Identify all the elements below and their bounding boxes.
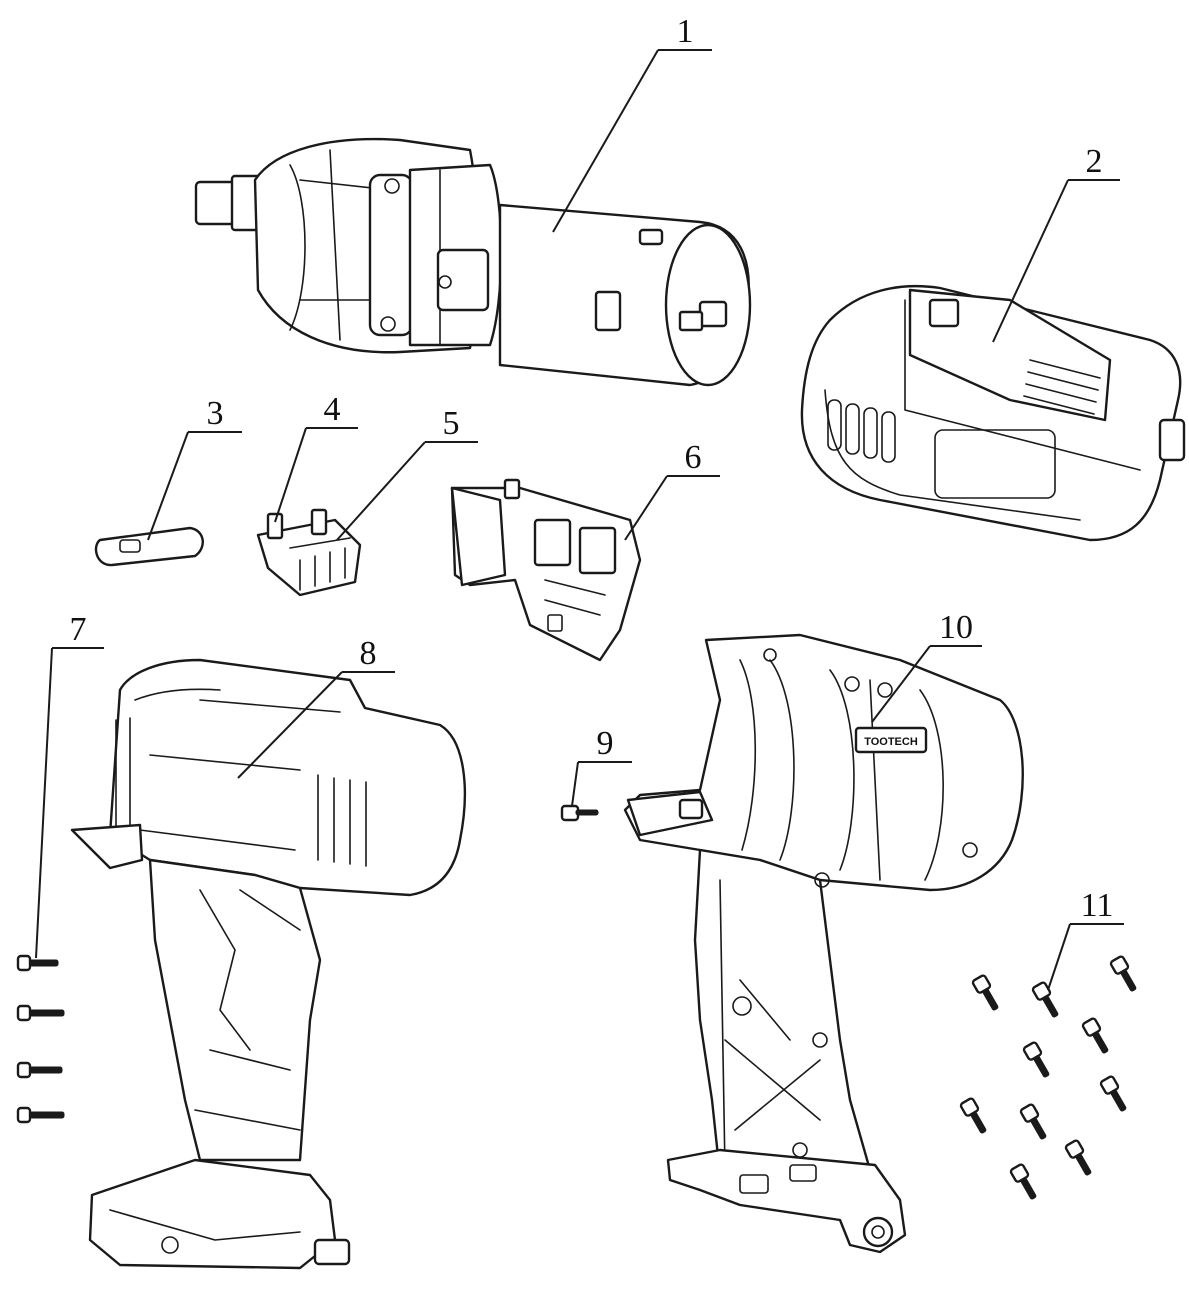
- callout-5: 5: [443, 405, 460, 442]
- part-2-battery-pack: [800, 285, 1186, 542]
- callout-6: 6: [685, 439, 702, 476]
- part-7-screws: [16, 954, 65, 1124]
- screw-11g: [959, 1097, 987, 1134]
- callout-3: 3: [207, 395, 224, 432]
- leader-7: [35, 647, 104, 959]
- screw-11h: [1019, 1103, 1047, 1140]
- screw-11a: [971, 974, 999, 1011]
- screw-11e: [1022, 1041, 1050, 1078]
- screw-7c: [16, 1061, 63, 1079]
- callout-11: 11: [1081, 887, 1114, 924]
- leader-11: [1047, 923, 1124, 991]
- screw-7b: [16, 1004, 65, 1022]
- screw-11b: [1031, 981, 1059, 1018]
- callout-1: 1: [677, 13, 694, 50]
- leader-1: [552, 49, 712, 233]
- leader-4: [274, 427, 358, 523]
- screw-11i: [1064, 1139, 1092, 1176]
- leader-10: [871, 645, 982, 723]
- leader-2: [992, 179, 1120, 343]
- leader-5: [336, 441, 478, 541]
- screw-11f: [1099, 1075, 1127, 1112]
- part-10-right-housing: TOOTECH: [623, 633, 1024, 1254]
- callout-4: 4: [324, 391, 341, 428]
- part-1-motor-gearbox: [194, 137, 752, 387]
- part-6-trigger-switch: [450, 478, 642, 662]
- housing-logo: TOOTECH: [864, 736, 918, 748]
- callout-10: 10: [939, 609, 973, 646]
- callout-labels: 1 2 3 4 5 6 7 8 9 10 11: [70, 13, 1114, 924]
- callout-8: 8: [360, 635, 377, 672]
- part-8-left-housing: [70, 658, 467, 1270]
- leader-8: [237, 671, 395, 779]
- screw-11j: [1009, 1163, 1037, 1200]
- part-4-5-terminal-block: [256, 508, 362, 597]
- leader-6: [624, 475, 720, 541]
- part-9-pin: [560, 804, 599, 822]
- callout-7: 7: [70, 611, 87, 648]
- callout-2: 2: [1086, 143, 1103, 180]
- leader-9: [571, 761, 632, 807]
- leader-3: [147, 431, 242, 541]
- screw-11c: [1109, 955, 1137, 992]
- part-11-screws: [959, 955, 1137, 1200]
- screw-7d: [16, 1106, 65, 1124]
- screw-11d: [1081, 1017, 1109, 1054]
- callout-leaders: [35, 49, 1124, 991]
- part-3-pad: [94, 526, 204, 567]
- screw-7a: [16, 954, 59, 972]
- callout-9: 9: [597, 725, 614, 762]
